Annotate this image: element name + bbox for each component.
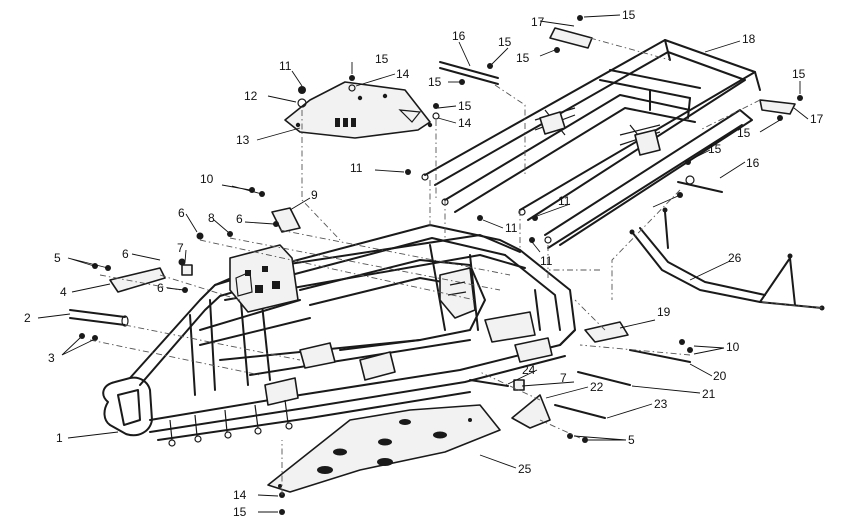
callout-14-bottom: 14 [233,488,247,502]
callout-10-top: 10 [200,172,214,186]
front-panel [284,81,433,139]
callout-21: 21 [702,387,716,401]
callout-7-left: 7 [177,241,184,255]
assembly-lines [89,37,823,495]
callout-15-top-left: 15 [516,51,530,65]
callout-15-bracket-right: 15 [708,142,722,156]
callout-7-right: 7 [560,371,567,385]
callout-6-top: 6 [178,206,185,220]
callout-25: 25 [518,462,532,476]
callout-15-top: 15 [622,8,636,22]
callout-1: 1 [56,431,63,445]
callout-15-bracket-16: 15 [498,35,512,49]
callout-11-rear-mid: 11 [505,221,518,235]
callout-6-lower: 6 [157,281,164,295]
callout-15-right-low: 15 [737,126,751,140]
skid-plate [267,404,501,493]
callout-15-bracket-16-left: 15 [428,75,442,89]
main-frame [102,224,576,447]
callout-5-bottom: 5 [628,433,635,447]
callout-11-top: 11 [279,59,292,73]
callout-numbers: 1 2 3 4 5 5 6 6 6 6 7 7 8 9 10 10 11 11 … [24,8,824,519]
callout-9: 9 [311,188,318,202]
callout-2: 2 [24,311,31,325]
callout-5-left: 5 [54,251,61,265]
wire-bracket [629,207,825,311]
callout-18: 18 [742,32,756,46]
callout-26: 26 [728,251,742,265]
callout-15-bottom: 15 [233,505,247,519]
callout-10-right: 10 [726,340,740,354]
callout-4: 4 [60,285,67,299]
leader-lines [37,14,809,513]
callout-11-rear-low: 11 [540,254,553,268]
callout-11-rear-right: 11 [558,194,571,208]
callout-23: 23 [654,397,668,411]
callout-13: 13 [236,133,250,147]
callout-6-left: 6 [122,247,129,261]
callout-14-panel: 14 [396,67,410,81]
callout-6-mid: 6 [236,212,243,226]
callout-3: 3 [48,351,55,365]
callout-15-right: 15 [792,67,806,81]
callout-16-left: 16 [452,29,466,43]
callout-15-panel-right: 15 [458,99,472,113]
callout-16-right: 16 [746,156,760,170]
callout-14-panel-right: 14 [458,116,472,130]
callout-15-panel: 15 [375,52,389,66]
callout-11-mid: 11 [350,161,363,175]
callout-20: 20 [713,369,727,383]
callout-8: 8 [208,211,215,225]
rear-subframe [421,39,761,249]
callout-17-right: 17 [810,112,824,126]
callout-24: 24 [522,363,536,377]
callout-22: 22 [590,380,604,394]
callout-12: 12 [244,89,258,103]
callout-17-top: 17 [531,15,545,29]
callout-19: 19 [657,305,671,319]
